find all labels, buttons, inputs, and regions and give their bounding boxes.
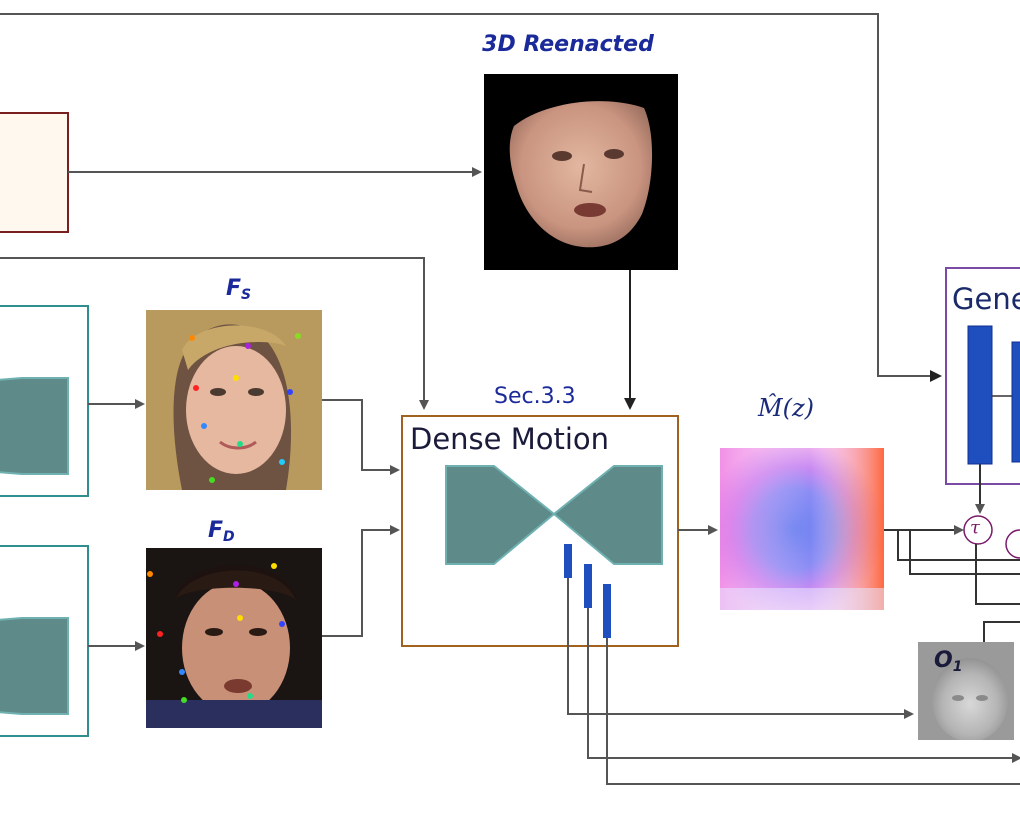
o1-label: O1 bbox=[934, 648, 963, 675]
bar3-line bbox=[606, 638, 1020, 785]
driving-face-image bbox=[146, 548, 322, 728]
reenacted-3d-image bbox=[484, 74, 678, 270]
next-operator-circle bbox=[1005, 529, 1020, 559]
dense-motion-title: Dense Motion bbox=[410, 422, 610, 456]
pose-input-box bbox=[0, 112, 69, 233]
map-to-right-line-1 bbox=[897, 530, 1020, 561]
o1-top-line bbox=[983, 621, 1020, 642]
map-to-right-line-2 bbox=[909, 530, 1020, 575]
source-face-image bbox=[146, 310, 322, 490]
source-encoder-shape bbox=[0, 377, 69, 475]
tau-operator-label: τ bbox=[970, 517, 980, 538]
generator-bar-2 bbox=[1011, 341, 1020, 463]
dense-bar-2 bbox=[584, 564, 592, 608]
fs-to-dense-line bbox=[322, 399, 400, 475]
o1-output-image bbox=[918, 642, 1014, 740]
fd-to-dense-line bbox=[322, 525, 400, 637]
top-connector-line bbox=[0, 13, 942, 382]
fd-label: FD bbox=[208, 518, 235, 545]
tau-down-line bbox=[975, 544, 1020, 605]
bar1-to-o1-line bbox=[567, 578, 914, 719]
dense-bar-3 bbox=[603, 584, 611, 638]
dense-motion-hourglass bbox=[445, 465, 663, 565]
fs-label: FS bbox=[226, 276, 252, 303]
generator-bar-1 bbox=[967, 325, 993, 465]
driving-encoder-shape bbox=[0, 617, 69, 715]
generator-title: Gene bbox=[952, 282, 1020, 316]
reenacted-3d-label: 3D Reenacted bbox=[482, 32, 654, 57]
bar2-line bbox=[587, 608, 1020, 763]
motion-map-label: M̂(z) bbox=[758, 394, 814, 422]
left-to-dense-line bbox=[0, 257, 429, 410]
section-ref-label: Sec.3.3 bbox=[494, 384, 576, 409]
motion-map-image bbox=[720, 448, 884, 610]
tau-operator-circle bbox=[963, 515, 993, 545]
dense-bar-1 bbox=[564, 544, 572, 578]
